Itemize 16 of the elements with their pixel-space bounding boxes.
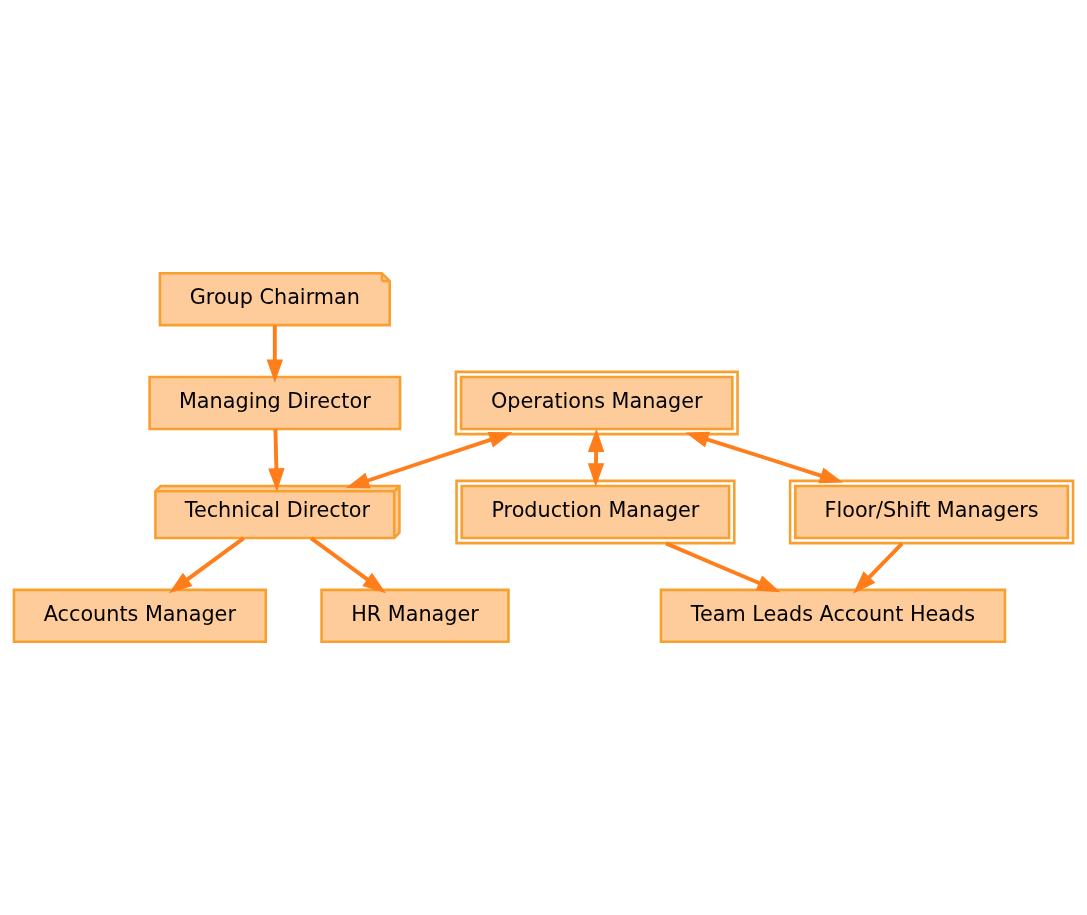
node-box: Operations Manager: [454, 370, 739, 436]
arrow: [309, 536, 386, 594]
arrow: [168, 536, 245, 594]
node-box: Production Manager: [455, 479, 736, 545]
arrow: [665, 541, 781, 593]
node-box: Floor/Shift Managers: [788, 479, 1075, 545]
arrow: [345, 432, 513, 489]
node-box: Accounts Manager: [12, 588, 268, 644]
arrow: [853, 542, 904, 594]
node-box: Team Leads Account Heads: [659, 588, 1007, 644]
arrow: [587, 428, 605, 487]
node-box: HR Manager: [320, 588, 510, 644]
arrow: [268, 428, 285, 492]
node-box: Managing Director: [148, 375, 402, 431]
arrow: [685, 431, 844, 484]
arrow: [266, 325, 284, 383]
